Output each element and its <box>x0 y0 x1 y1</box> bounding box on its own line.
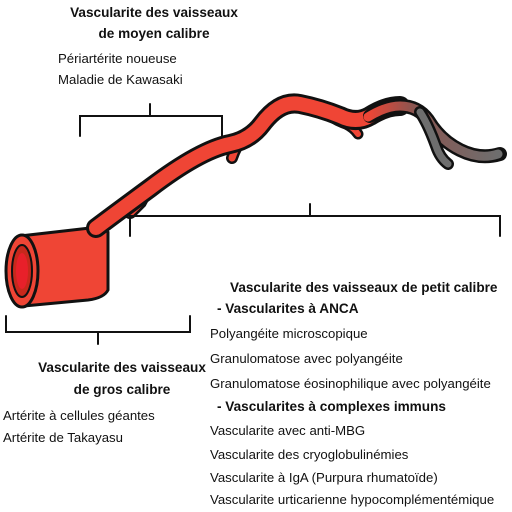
medium-bracket <box>79 103 223 137</box>
small-bracket <box>129 203 501 237</box>
large-heading-line1: Vascularite des vaisseaux <box>38 360 206 375</box>
anca-heading: - Vascularites à ANCA <box>217 301 359 316</box>
immune-item: Vascularite des cryoglobulinémies <box>210 447 409 462</box>
large-item: Artérite de Takayasu <box>3 430 123 445</box>
immune-item: Vascularite à IgA (Purpura rhumatoïde) <box>210 470 438 485</box>
small-branches <box>123 104 364 219</box>
medium-heading-line1: Vascularite des vaisseaux <box>70 5 238 20</box>
immune-heading: - Vascularites à complexes immuns <box>217 399 446 414</box>
medium-item: Périartérite noueuse <box>58 51 177 66</box>
small-heading: Vascularite des vaisseaux de petit calib… <box>230 280 498 295</box>
immune-item: Vascularite urticarienne hypocomplémenté… <box>210 492 495 507</box>
large-heading-line2: de gros calibre <box>73 382 171 397</box>
medium-item: Maladie de Kawasaki <box>58 72 183 87</box>
anca-item: Polyangéite microscopique <box>210 326 368 341</box>
large-item: Artérite à cellules géantes <box>3 408 155 423</box>
medium-heading-line2: de moyen calibre <box>98 26 210 41</box>
anca-item: Granulomatose avec polyangéite <box>210 351 403 366</box>
brackets <box>5 103 501 345</box>
immune-item: Vascularite avec anti-MBG <box>210 423 366 438</box>
main-vessel <box>4 93 507 309</box>
large-bracket <box>5 315 191 345</box>
anca-item: Granulomatose éosinophilique avec polyan… <box>210 376 491 391</box>
